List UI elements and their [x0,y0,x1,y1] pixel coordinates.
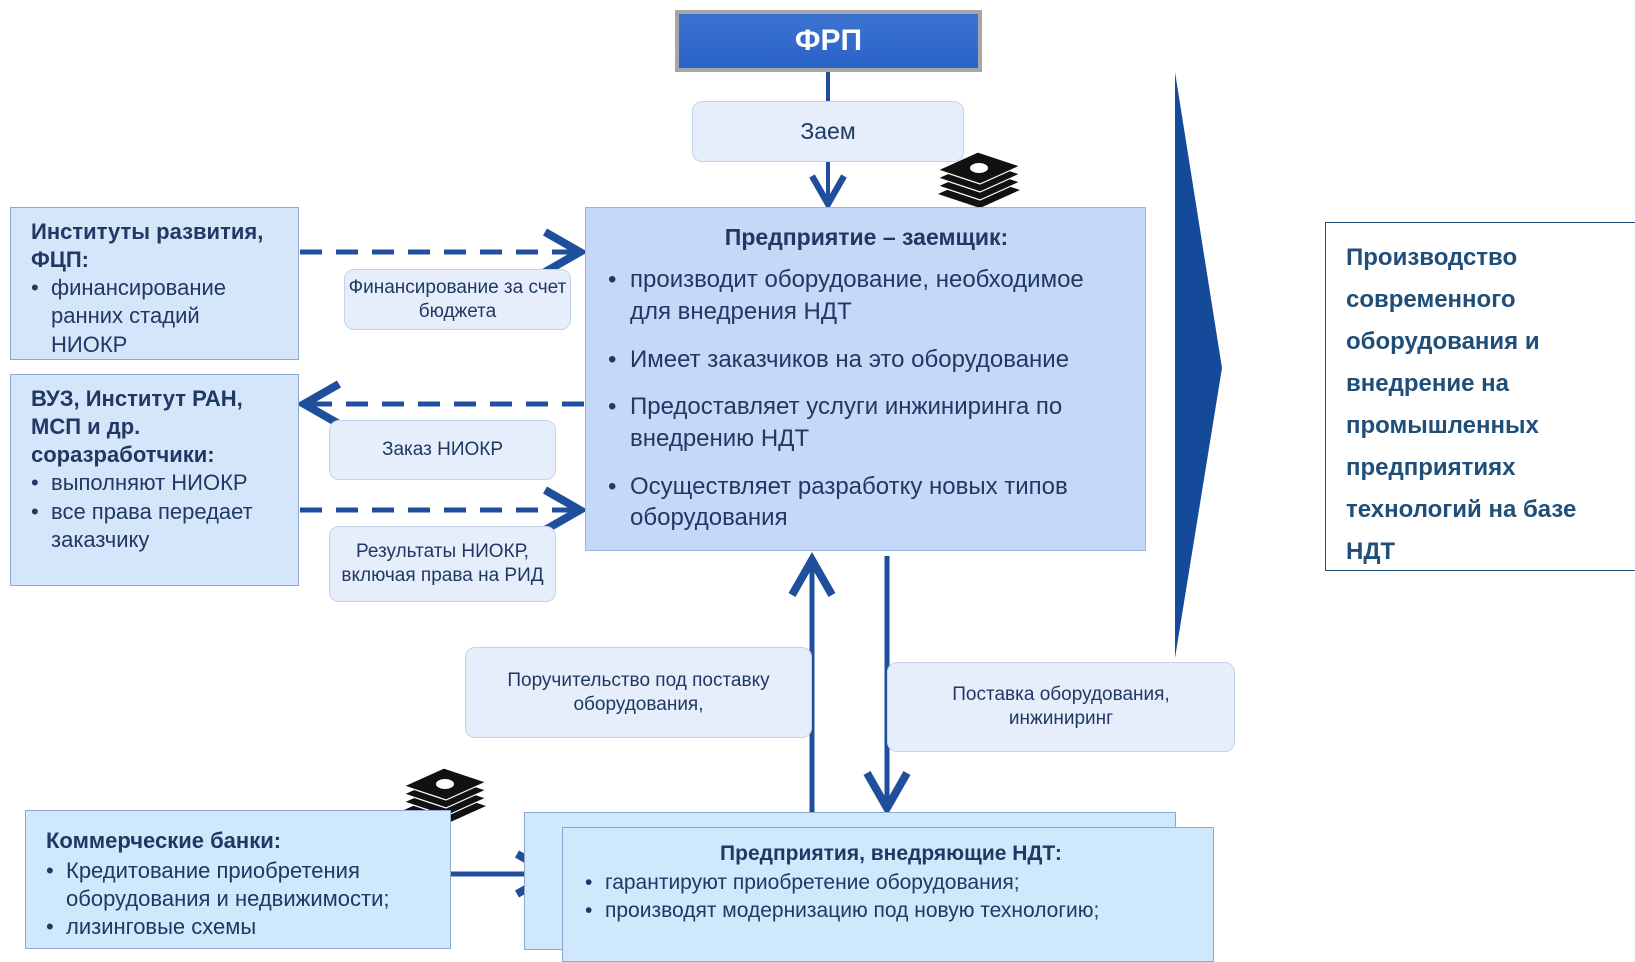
institutes-title: Институты развития, ФЦП: [31,219,264,273]
list-item: Предоставляет услуги инжиниринга по внед… [608,391,1125,454]
guarantee-label: Поручительство под поставку оборудования… [507,669,770,715]
list-item: все права передает заказчику [31,498,282,554]
supply-label-box: Поставка оборудования, инжиниринг [887,662,1235,752]
big-chevron-arrow [1175,72,1222,658]
loan-label-box: Заем [692,101,964,162]
adopters-list: гарантируют приобретение оборудования; п… [585,869,1197,924]
list-item: производят модернизацию под новую технол… [585,897,1197,925]
guarantee-label-box: Поручительство под поставку оборудования… [465,647,812,738]
list-item: гарантируют приобретение оборудования; [585,869,1197,897]
banks-list: Кредитование приобретения оборудования и… [46,857,440,942]
result-box: Производство современного оборудования и… [1325,222,1635,571]
list-item: Кредитование приобретения оборудования и… [46,857,440,913]
institutes-box: Институты развития, ФЦП: финансирование … [10,207,299,360]
list-item: Имеет заказчиков на это оборудование [608,344,1125,376]
list-item: производит оборудование, необходимое для… [608,264,1125,327]
funding-label-box: Финансирование за счет бюджета [344,269,571,330]
adopters-title: Предприятия, внедряющие НДТ: [720,842,1062,865]
universities-list: выполняют НИОКР все права передает заказ… [31,469,282,553]
rd-order-label: Заказ НИОКР [381,439,503,461]
rd-order-label-box: Заказ НИОКР [329,420,556,480]
list-item: финансирование ранних стадий НИОКР [31,274,282,358]
list-item: Осуществляет разработку новых типов обор… [608,471,1125,534]
banks-title: Коммерческие банки: [46,828,282,853]
borrower-box: Предприятие – заемщик: производит оборуд… [585,207,1146,551]
result-text: Производство современного оборудования и… [1346,244,1577,565]
list-item: лизинговые схемы [46,913,440,941]
rd-results-label-box: Результаты НИОКР, включая права на РИД [329,526,556,602]
loan-label: Заем [800,118,856,145]
universities-title: ВУЗ, Институт РАН, МСП и др. соразработч… [31,386,243,468]
list-item: выполняют НИОКР [31,469,282,497]
universities-box: ВУЗ, Институт РАН, МСП и др. соразработч… [10,374,299,586]
funding-label: Финансирование за счет бюджета [348,276,567,322]
frp-label: ФРП [794,24,863,57]
borrower-list: производит оборудование, необходимое для… [608,264,1125,534]
borrower-title: Предприятие – заемщик: [724,224,1009,250]
supply-label: Поставка оборудования, инжиниринг [952,684,1170,729]
rd-results-label: Результаты НИОКР, включая права на РИД [341,541,544,586]
money-stack-icon [936,151,1022,208]
frp-box: ФРП [675,10,982,72]
adopters-box: Предприятия, внедряющие НДТ: гарантируют… [562,827,1214,962]
institutes-list: финансирование ранних стадий НИОКР [31,274,282,358]
banks-box: Коммерческие банки: Кредитование приобре… [25,810,451,949]
